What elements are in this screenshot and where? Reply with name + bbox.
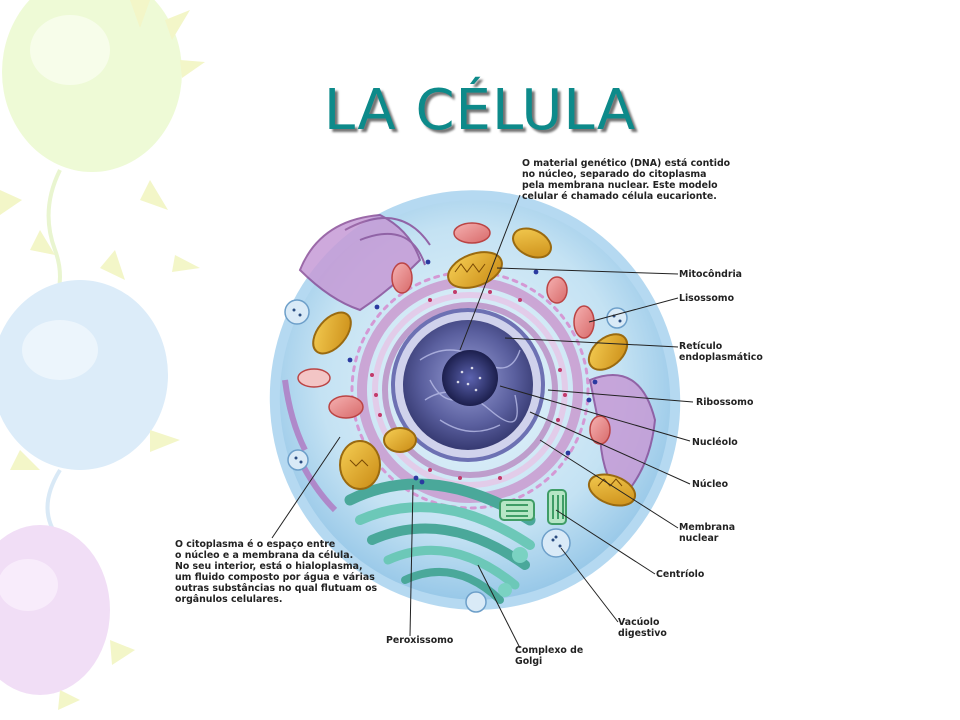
balloon-green xyxy=(2,0,182,332)
label-lisossomo: Lisossomo xyxy=(679,293,735,304)
lysosomes xyxy=(297,222,611,445)
dna-note-text: está contido no núcleo, separado do cito… xyxy=(522,158,731,202)
leader-lines xyxy=(271,194,694,649)
ribosomes xyxy=(347,259,598,485)
dna-note-emphasis: O material genético (DNA) xyxy=(522,158,662,169)
label-membrana: Membrana nuclear xyxy=(679,522,736,544)
page-title: LA CÉLULA xyxy=(323,78,637,143)
label-peroxissomo: Peroxissomo xyxy=(386,635,454,646)
label-mitocondria: Mitocôndria xyxy=(679,269,743,280)
centriole xyxy=(499,489,567,525)
nucleolus xyxy=(442,350,498,406)
er-ribosomes xyxy=(370,290,567,480)
label-vacuolo: Vacúolo digestivo xyxy=(618,617,667,639)
sun-rays xyxy=(0,0,205,710)
label-reticulo: Retículo endoplasmático xyxy=(679,341,763,363)
cytoplasm-note: O citoplasma é o espaço entre o núcleo e… xyxy=(175,539,377,605)
label-nucleolo: Nucléolo xyxy=(692,437,738,448)
label-golgi: Complexo de Golgi xyxy=(515,645,584,667)
cytoplasm-note-text: é o espaço entre o núcleo e a membrana d… xyxy=(175,539,378,605)
cytoplasm-note-emphasis: O citoplasma xyxy=(175,539,244,550)
mitochondria xyxy=(312,227,637,507)
nucleolus-dots xyxy=(456,366,482,392)
label-centriolo: Centríolo xyxy=(656,569,705,580)
balloon-blue xyxy=(0,280,168,542)
er-folds xyxy=(282,213,657,513)
balloon-purple xyxy=(0,525,110,695)
label-ribossomo: Ribossomo xyxy=(696,397,754,408)
dna-note: O material genético (DNA) está contido n… xyxy=(522,158,730,202)
label-nucleo: Núcleo xyxy=(692,479,729,490)
mitochondria-cristae xyxy=(349,263,623,487)
